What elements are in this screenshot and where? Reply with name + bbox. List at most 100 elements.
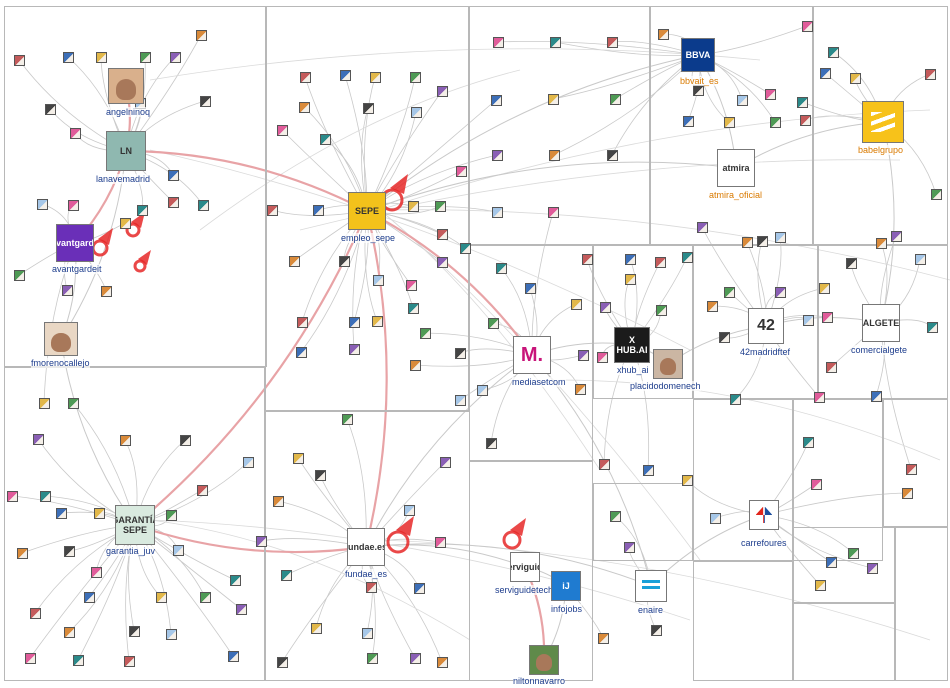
account-node[interactable] (273, 496, 284, 507)
account-node[interactable] (297, 317, 308, 328)
account-node[interactable] (607, 37, 618, 48)
account-node[interactable] (891, 231, 902, 242)
account-node[interactable] (610, 511, 621, 522)
account-node[interactable] (730, 394, 741, 405)
account-node[interactable] (582, 254, 593, 265)
account-node[interactable] (45, 104, 56, 115)
carrefour-logo[interactable] (749, 500, 779, 530)
account-node[interactable] (548, 94, 559, 105)
bbva-logo[interactable]: BBVA (681, 38, 715, 72)
account-node[interactable] (931, 189, 942, 200)
account-node[interactable] (775, 287, 786, 298)
account-node[interactable] (927, 322, 938, 333)
account-node[interactable] (349, 344, 360, 355)
account-node[interactable] (94, 508, 105, 519)
account-node[interactable] (683, 116, 694, 127)
account-node[interactable] (820, 68, 831, 79)
account-node[interactable] (811, 479, 822, 490)
account-node[interactable] (496, 263, 507, 274)
account-node[interactable] (656, 305, 667, 316)
account-node[interactable] (370, 72, 381, 83)
account-node[interactable] (770, 117, 781, 128)
account-node[interactable] (408, 201, 419, 212)
account-node[interactable] (197, 485, 208, 496)
account-node[interactable] (455, 395, 466, 406)
account-node[interactable] (486, 438, 497, 449)
account-node[interactable] (876, 238, 887, 249)
account-node[interactable] (277, 125, 288, 136)
account-node[interactable] (902, 488, 913, 499)
account-node[interactable] (200, 96, 211, 107)
avantgarde-logo[interactable]: avantgarde (56, 224, 94, 262)
babel-logo[interactable] (862, 101, 904, 143)
account-node[interactable] (597, 352, 608, 363)
enaire-logo[interactable] (635, 570, 667, 602)
account-node[interactable] (655, 257, 666, 268)
account-node[interactable] (25, 653, 36, 664)
account-node[interactable] (819, 283, 830, 294)
account-node[interactable] (170, 52, 181, 63)
account-node[interactable] (610, 94, 621, 105)
account-node[interactable] (440, 457, 451, 468)
account-node[interactable] (925, 69, 936, 80)
person-photo[interactable] (44, 322, 78, 356)
account-node[interactable] (571, 299, 582, 310)
account-node[interactable] (37, 199, 48, 210)
account-node[interactable] (68, 398, 79, 409)
account-node[interactable] (598, 633, 609, 644)
account-node[interactable] (775, 232, 786, 243)
account-node[interactable] (625, 254, 636, 265)
account-node[interactable] (600, 302, 611, 313)
account-node[interactable] (906, 464, 917, 475)
account-node[interactable] (525, 283, 536, 294)
account-node[interactable] (342, 414, 353, 425)
account-node[interactable] (14, 55, 25, 66)
account-node[interactable] (575, 384, 586, 395)
account-node[interactable] (198, 200, 209, 211)
account-node[interactable] (826, 362, 837, 373)
account-node[interactable] (339, 256, 350, 267)
account-node[interactable] (492, 207, 503, 218)
account-node[interactable] (363, 103, 374, 114)
account-node[interactable] (578, 350, 589, 361)
account-node[interactable] (373, 275, 384, 286)
account-node[interactable] (64, 627, 75, 638)
account-node[interactable] (267, 205, 278, 216)
sepe-logo[interactable]: SEPE (348, 192, 386, 230)
account-node[interactable] (915, 254, 926, 265)
account-node[interactable] (850, 73, 861, 84)
account-node[interactable] (815, 580, 826, 591)
account-node[interactable] (846, 258, 857, 269)
account-node[interactable] (140, 52, 151, 63)
account-node[interactable] (349, 317, 360, 328)
account-node[interactable] (366, 582, 377, 593)
account-node[interactable] (73, 655, 84, 666)
42-logo[interactable]: 42 (748, 308, 784, 344)
account-node[interactable] (410, 653, 421, 664)
account-node[interactable] (599, 459, 610, 470)
account-node[interactable] (7, 491, 18, 502)
account-node[interactable] (488, 318, 499, 329)
account-node[interactable] (313, 205, 324, 216)
account-node[interactable] (39, 398, 50, 409)
account-node[interactable] (340, 70, 351, 81)
account-node[interactable] (822, 312, 833, 323)
account-node[interactable] (70, 128, 81, 139)
account-node[interactable] (168, 170, 179, 181)
account-node[interactable] (62, 285, 73, 296)
account-node[interactable] (548, 207, 559, 218)
account-node[interactable] (737, 95, 748, 106)
account-node[interactable] (289, 256, 300, 267)
account-node[interactable] (492, 150, 503, 161)
account-node[interactable] (120, 218, 131, 229)
account-node[interactable] (826, 557, 837, 568)
account-node[interactable] (196, 30, 207, 41)
account-node[interactable] (320, 134, 331, 145)
account-node[interactable] (549, 150, 560, 161)
account-node[interactable] (30, 608, 41, 619)
account-node[interactable] (719, 332, 730, 343)
account-node[interactable] (867, 563, 878, 574)
account-node[interactable] (281, 570, 292, 581)
account-node[interactable] (651, 625, 662, 636)
account-node[interactable] (68, 200, 79, 211)
